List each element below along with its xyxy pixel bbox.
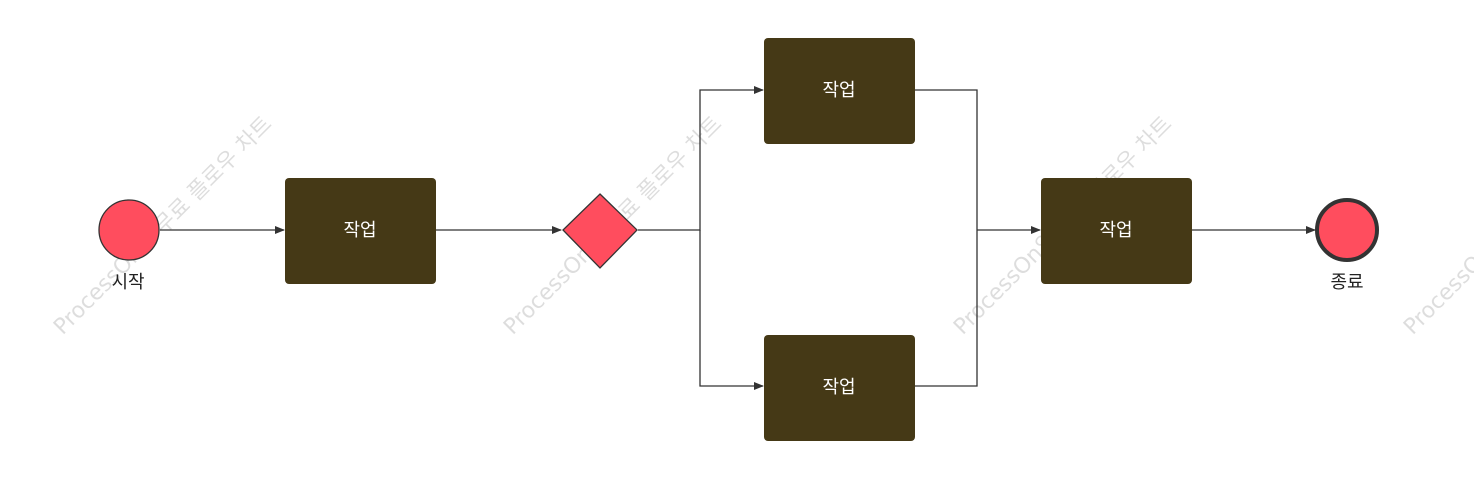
start-event[interactable]: [98, 199, 160, 261]
task-top[interactable]: [764, 38, 915, 144]
task-bottom-label: 작업: [822, 377, 855, 398]
task-bottom[interactable]: [764, 335, 915, 441]
start-event-label: 시작: [111, 272, 144, 293]
connector-bottom-task-to-merge: [915, 230, 978, 387]
end-event[interactable]: [1315, 198, 1379, 262]
gateway-diamond[interactable]: [562, 193, 638, 269]
task-main[interactable]: [285, 178, 436, 284]
task-merge-label: 작업: [1099, 220, 1132, 241]
connector-top-task-to-merge: [915, 89, 978, 230]
end-event-label: 종료: [1330, 272, 1363, 293]
task-top-label: 작업: [822, 80, 855, 101]
task-merge[interactable]: [1041, 178, 1192, 284]
connector-gateway-to-top-task: [638, 86, 764, 231]
task-main-label: 작업: [343, 220, 376, 241]
connector-gateway-to-bottom-task: [699, 230, 764, 390]
